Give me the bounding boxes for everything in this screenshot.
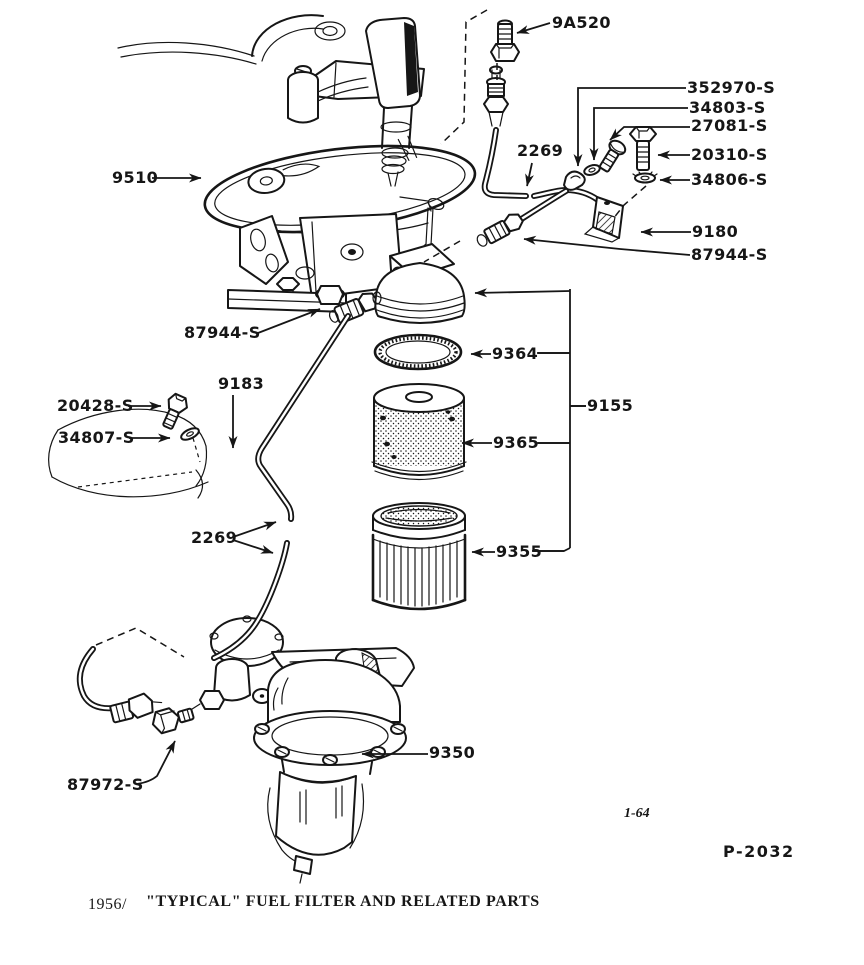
part-label-9365: 9365 — [493, 433, 540, 452]
plate-reference: P-2032 — [723, 842, 795, 861]
washer-drawing-34803 — [583, 164, 601, 176]
part-label-87972s: 87972-S — [67, 775, 144, 794]
part-label-87944s-carb: 87944-S — [184, 323, 261, 342]
page-reference: 1-64 — [624, 806, 650, 821]
filter-element-drawing-9365 — [371, 383, 467, 481]
part-label-2269-lower: 2269 — [191, 528, 238, 547]
part-label-2269-upper: 2269 — [517, 141, 564, 160]
washer-drawing-34807 — [180, 427, 200, 441]
part-label-34806s: 34806-S — [691, 170, 768, 189]
fuel-hose-upper-2269 — [481, 127, 529, 199]
leader-lines — [128, 22, 691, 785]
flare-fitting-drawing-87944 — [476, 213, 524, 247]
pump-outlet-pipe-drawing — [76, 646, 195, 735]
washer-drawing-34806 — [632, 171, 658, 184]
part-label-9510: 9510 — [112, 168, 159, 187]
fitting-drawing-9a520 — [490, 19, 520, 62]
part-label-9180: 9180 — [692, 222, 739, 241]
part-label-352970s: 352970-S — [687, 78, 776, 97]
line-end-fitting-drawing — [483, 65, 509, 127]
part-label-34803s: 34803-S — [689, 98, 766, 117]
filter-canister-drawing-9355 — [371, 502, 467, 611]
assembly-bracket-9155 — [474, 288, 586, 552]
alignment-dashes — [95, 9, 647, 658]
part-label-9a520: 9A520 — [552, 13, 611, 32]
frame-panel-sketch — [48, 408, 209, 499]
part-label-9364: 9364 — [492, 344, 539, 363]
part-label-9183: 9183 — [218, 374, 265, 393]
fuel-hose-lower-2269 — [211, 540, 290, 661]
bolt-drawing-20428 — [162, 392, 188, 430]
bolt-drawing-20310 — [629, 126, 657, 171]
fuel-line-9183 — [255, 313, 351, 522]
screw-drawing-27081 — [599, 139, 627, 173]
figure-caption: "TYPICAL" FUEL FILTER AND RELATED PARTS — [146, 893, 540, 910]
part-label-20310s: 20310-S — [691, 145, 768, 164]
part-label-20428s: 20428-S — [57, 396, 134, 415]
filter-housing-drawing — [372, 243, 466, 324]
clip-drawing-352970 — [563, 170, 586, 191]
carburetor-drawing — [117, 14, 477, 324]
plug-drawing-87972 — [151, 707, 195, 735]
part-label-34807s: 34807-S — [58, 428, 135, 447]
part-label-9355: 9355 — [496, 542, 543, 561]
fuel-pump-drawing-9350 — [188, 615, 415, 884]
caption-index: 1956/ — [88, 896, 127, 913]
part-label-27081s: 27081-S — [691, 116, 768, 135]
part-label-87944s-line: 87944-S — [691, 245, 768, 264]
gasket-drawing-9364 — [373, 333, 463, 371]
carb-inlet-fitting-87944 — [328, 292, 378, 324]
hardware-cluster — [476, 19, 658, 247]
bracket-drawing-9180 — [583, 196, 624, 243]
part-label-9155: 9155 — [587, 396, 634, 415]
part-label-9350: 9350 — [429, 743, 476, 762]
